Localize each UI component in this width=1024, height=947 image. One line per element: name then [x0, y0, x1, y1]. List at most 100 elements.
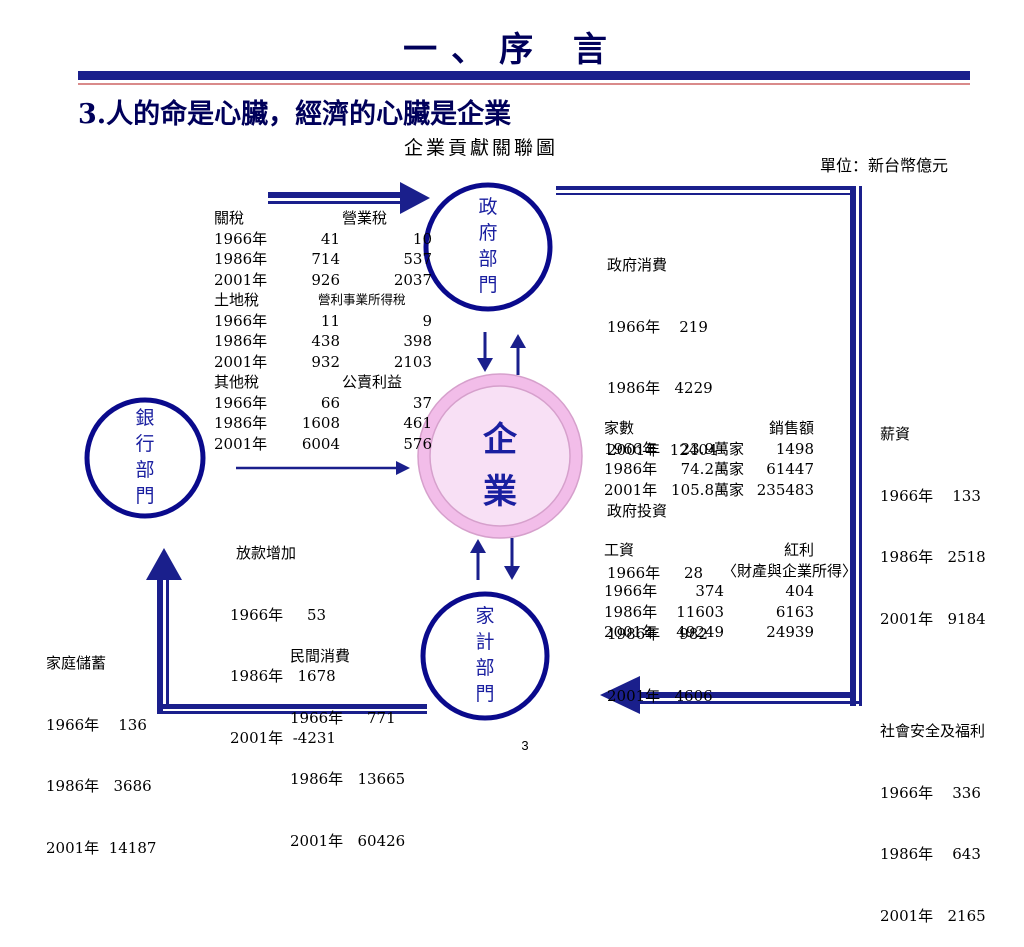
loan-line: 2001年 -4231	[230, 728, 336, 747]
enterprise-node-label: 企業	[483, 420, 517, 512]
gov-line: 2001年 12404	[607, 440, 718, 459]
tax-cell: 2001年	[214, 270, 268, 289]
enterprise-cell: 銷售額	[768, 419, 814, 437]
enterprise-cell: 61447	[766, 460, 814, 478]
enterprise-cell: 2001年	[604, 480, 658, 499]
tax-cell: 926	[311, 270, 340, 289]
enterprise-row: 1966年 23.9萬家 1498	[604, 439, 814, 460]
gov-line: 1966年 28	[607, 563, 704, 582]
tax-cell: 土地稅	[214, 291, 260, 309]
gov-line: 1986年 4229	[607, 379, 713, 397]
wage-cell: 紅利	[783, 541, 814, 559]
enterprise-cell: 1966年	[604, 439, 658, 458]
tax-cell: 6004	[301, 434, 340, 453]
government-node-ring	[423, 182, 553, 312]
bank-node-ring	[84, 397, 206, 519]
wage-cell: 404	[785, 582, 814, 600]
tax-row: 關稅 營業稅	[214, 208, 478, 229]
wage-row: 〈財產與企業所得〉	[604, 561, 857, 582]
enterprise-cell	[666, 418, 744, 439]
unit-label: 單位：新台幣億元	[820, 156, 949, 175]
enterprise-cell: 105.8萬家	[671, 480, 744, 499]
tax-row: 1966年 66 37	[214, 393, 478, 414]
salary-line: 2001年 9184	[880, 609, 986, 628]
enterprise-cell: 1498	[775, 439, 814, 458]
tax-cell: 1986年	[214, 250, 268, 268]
wage-cell: 〈財產與企業所得〉	[721, 561, 857, 580]
arrows-government-enterprise	[477, 332, 526, 375]
enterprise-node-ring	[418, 374, 582, 538]
loan-line: 1986年 1678	[230, 667, 336, 685]
enterprise-row: 家數 銷售額	[604, 418, 814, 439]
tax-cell: 1966年	[214, 393, 268, 412]
salary-welfare-block: 薪資 1966年 133 1986年 2518 2001年 9184 社會安全及…	[880, 383, 986, 947]
wage-cell	[676, 540, 716, 561]
tax-cell: 1966年	[214, 311, 268, 330]
gov-line: 政府投資	[607, 502, 668, 520]
tax-row: 2001年 6004 576	[214, 434, 478, 455]
wage-cell: 2001年	[604, 623, 658, 641]
tax-cell: 37	[412, 393, 432, 412]
arrow-bank-to-enterprise	[236, 461, 410, 475]
tax-cell	[292, 290, 318, 311]
tax-cell: 10	[412, 229, 432, 248]
tax-cell: 537	[403, 250, 432, 268]
enterprise-cell: 家數	[604, 419, 635, 437]
tax-row: 土地稅營利事業所得稅	[214, 290, 478, 311]
savings-line: 1986年 3686	[46, 777, 152, 795]
tax-cell: 1608	[301, 414, 340, 432]
arrows-enterprise-household	[470, 538, 520, 580]
tax-cell: 2001年	[214, 434, 268, 453]
arrow-government-to-household-loop	[556, 186, 862, 714]
tax-cell: 營業稅	[342, 209, 388, 227]
title-rule	[78, 71, 970, 80]
tax-cell: 其他稅	[214, 373, 260, 391]
wage-cell: 49249	[676, 623, 724, 641]
salary-line: 1986年 643	[880, 845, 981, 863]
tax-cell: 2103	[393, 352, 432, 371]
enterprise-cell: 23.9萬家	[680, 439, 744, 458]
consumption-line: 民間消費	[290, 647, 351, 665]
tax-cell: 41	[320, 229, 340, 248]
loan-increase-block: 放款增加 1966年 53 1986年 1678 2001年 -4231	[230, 502, 336, 769]
salary-line: 1966年 336	[880, 783, 981, 802]
household-node-ring	[420, 591, 550, 721]
tax-row: 1966年 41 10	[214, 229, 478, 250]
savings-line: 家庭儲蓄	[46, 654, 107, 672]
wage-cell: 11603	[676, 602, 724, 621]
wage-cell	[604, 561, 662, 582]
salary-line: 社會安全及福利	[880, 722, 986, 740]
page-number: 3	[521, 738, 529, 753]
wage-cell	[662, 561, 717, 582]
salary-line: 1966年 133	[880, 486, 981, 505]
savings-line: 2001年 14187	[46, 838, 157, 857]
tax-cell: 關稅	[214, 209, 245, 227]
tax-cell: 1986年	[214, 332, 268, 350]
tax-cell: 公賣利益	[342, 373, 403, 391]
tax-cell: 2037	[393, 270, 432, 289]
salary-line	[880, 670, 986, 680]
tax-cell: 66	[320, 393, 340, 412]
wage-cell: 374	[695, 582, 724, 600]
wage-cell: 6163	[775, 602, 814, 621]
household-node-label: 家計部門	[475, 605, 495, 705]
tax-cell: 576	[403, 434, 432, 453]
tax-cell: 1966年	[214, 229, 268, 248]
tax-row: 2001年 926 2037	[214, 270, 478, 291]
arrow-into-government	[268, 182, 430, 214]
wage-cell: 工資	[604, 541, 635, 559]
consumption-line: 2001年 60426	[290, 831, 406, 850]
tax-row: 其他稅 公賣利益	[214, 372, 478, 393]
salary-line: 薪資	[880, 425, 911, 443]
slide-title: 一、序 言	[403, 30, 621, 70]
tax-cell: 398	[403, 332, 432, 350]
